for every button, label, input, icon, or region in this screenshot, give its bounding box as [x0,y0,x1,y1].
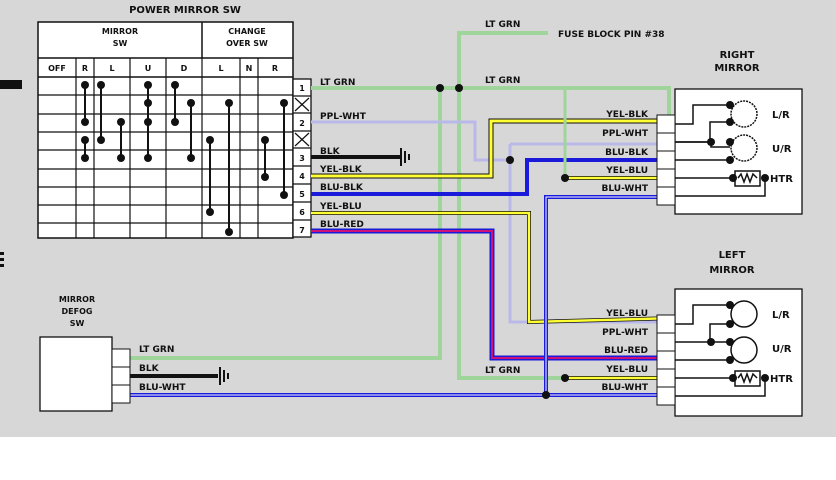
fuse-block-label: FUSE BLOCK PIN #38 [558,30,665,40]
wiring-diagram: POWER MIRROR SW MIRROR SW [0,5,803,417]
pin-column: 1 2 3 4 5 6 7 [292,78,312,238]
wire-label-pin2: PPL-WHT [320,112,367,122]
yel-blk-wire [311,119,675,178]
left-mirror-title-1: LEFT [719,250,746,261]
right-mirror-wire-5: BLU-WHT [601,184,648,194]
changeover-sw-header-line1: CHANGE [228,27,265,36]
lt-grn-mid-label: LT GRN [485,76,520,86]
col-mirror-u: U [145,64,152,73]
offscreen-text-fragment-2 [0,258,4,261]
right-mirror-wire-4: YEL-BLU [605,166,648,176]
right-mirror-wire-1: YEL-BLK [605,110,649,120]
right-mirror-wire-3: BLU-BLK [605,148,649,158]
pin-6: 6 [299,208,305,217]
offscreen-text-fragment-3 [0,264,4,267]
ground-icon [400,148,410,166]
col-mirror-l: L [109,64,114,73]
left-mirror-wire-4: YEL-BLU [605,365,648,375]
left-mirror-title-2: MIRROR [709,265,755,276]
wire-label-pin6: YEL-BLU [319,202,362,212]
col-changeover-l: L [218,64,223,73]
diagram-canvas: POWER MIRROR SW MIRROR SW [0,0,836,437]
pin-2: 2 [299,119,305,128]
right-mirror-htr: HTR [770,174,793,185]
left-mirror-lr: L/R [772,310,790,321]
wire-label-pin4: YEL-BLK [319,165,363,175]
defog-title-1: MIRROR [59,295,95,304]
left-mirror-wire-3: BLU-RED [604,346,648,356]
right-mirror: RIGHT MIRROR L/R U/R [656,50,803,215]
col-off: OFF [48,64,66,73]
mirror-sw-header-line2: SW [113,39,128,48]
defog-title-2: DEFOG [62,307,93,316]
defog-wire-1: LT GRN [139,345,174,355]
yel-blu-left-wire [311,211,676,324]
col-mirror-d: D [181,64,188,73]
left-mirror-ur: U/R [772,344,792,355]
defog-wire-3: BLU-WHT [139,383,186,393]
blu-blk-wire [311,158,675,196]
mirror-sw-header-line1: MIRROR [102,27,138,36]
left-mirror-htr: HTR [770,374,793,385]
lt-grn-bottom-label: LT GRN [485,366,520,376]
wire-label-pin1: LT GRN [320,78,355,88]
pin-1: 1 [299,84,305,93]
fuse-wire-label: LT GRN [485,20,520,30]
defog-wire-2: BLK [139,364,160,374]
defog-ground-icon [219,367,229,385]
wire-label-pin3: BLK [320,147,341,157]
switch-contacts [81,81,288,236]
blu-red-wire [311,230,675,359]
wire-label-pin7: BLU-RED [320,220,364,230]
right-mirror-ur: U/R [772,144,792,155]
power-mirror-sw-title: POWER MIRROR SW [129,5,241,16]
right-mirror-title-2: MIRROR [714,63,760,74]
pin-7: 7 [299,226,305,235]
col-changeover-n: N [246,64,253,73]
junction-dots [436,84,569,399]
mirror-defog-switch: MIRROR DEFOG SW LT GRN BLK BLU-WHT [39,295,186,412]
wire-label-pin5: BLU-BLK [320,183,364,193]
right-mirror-title-1: RIGHT [720,50,755,61]
right-mirror-lr: L/R [772,110,790,121]
right-mirror-wire-2: PPL-WHT [602,129,649,139]
left-mirror-wire-5: BLU-WHT [601,383,648,393]
left-mirror-wire-1: YEL-BLU [605,309,648,319]
switch-table: MIRROR SW CHANGE OVER SW OFF R L U D L N… [37,21,294,239]
col-changeover-r: R [272,64,278,73]
pin-4: 4 [299,172,305,181]
offscreen-text-fragment [0,252,4,255]
blu-wht-stripes [130,196,675,396]
changeover-sw-header-line2: OVER SW [226,39,268,48]
col-mirror-r: R [82,64,88,73]
pin-3: 3 [299,154,305,163]
offscreen-connector-mark [0,80,22,89]
left-mirror-wire-2: PPL-WHT [602,328,649,338]
pin-5: 5 [299,190,305,199]
left-mirror: LEFT MIRROR L/R U/R HTR [656,250,803,417]
defog-title-3: SW [70,319,85,328]
